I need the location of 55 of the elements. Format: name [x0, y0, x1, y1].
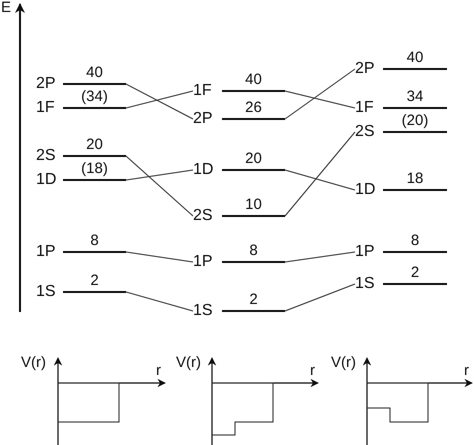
level-label: 1F — [355, 99, 374, 117]
level-label: 1P — [355, 243, 375, 261]
connector-line — [126, 252, 194, 262]
occupancy-number: 18 — [406, 171, 424, 187]
occupancy-number: 20 — [85, 137, 104, 153]
occupancy-number: 34 — [406, 89, 424, 105]
connector-line — [284, 90, 356, 108]
level-label: 1P — [193, 253, 213, 271]
occupancy-number: 10 — [244, 197, 263, 213]
connector-line — [126, 156, 194, 216]
axis-label: V(r) — [331, 355, 356, 371]
axis-label: r — [464, 363, 469, 379]
connector-line — [284, 68, 356, 120]
connector-line — [126, 170, 194, 180]
level-label: 1S — [193, 302, 213, 320]
level-label: 2P — [36, 75, 56, 93]
occupancy-number: 40 — [406, 50, 424, 66]
level-label: 2P — [355, 60, 375, 78]
occupancy-number: 2 — [248, 292, 259, 308]
level-label: 2S — [36, 147, 56, 165]
occupancy-number: 2 — [410, 265, 420, 281]
connector-line — [284, 170, 356, 190]
occupancy-number: (18) — [80, 161, 109, 177]
occupancy-number: 40 — [244, 72, 263, 88]
connector-line — [126, 84, 194, 120]
connector-line — [126, 292, 194, 312]
axis-label: r — [156, 363, 161, 379]
level-label: 2S — [355, 123, 375, 141]
connector-line — [284, 284, 356, 312]
level-label: 1S — [36, 283, 56, 301]
level-label: 2P — [193, 110, 213, 128]
occupancy-number: 20 — [244, 151, 263, 167]
level-label: 1S — [355, 275, 375, 293]
level-label: 1F — [193, 82, 212, 100]
level-label: 1F — [36, 99, 55, 117]
occupancy-number: 2 — [89, 273, 100, 289]
level-label: 1D — [355, 181, 376, 199]
occupancy-number: (34) — [80, 89, 109, 105]
occupancy-number: 40 — [85, 65, 104, 81]
connector-line — [284, 132, 356, 216]
level-label: 2S — [193, 207, 213, 225]
occupancy-number: 8 — [89, 233, 100, 249]
axis-label: E — [1, 0, 12, 16]
occupancy-number: 8 — [410, 233, 420, 249]
occupancy-number: (20) — [400, 113, 430, 129]
connector-line — [126, 90, 194, 108]
connector-line — [284, 252, 356, 262]
level-label: 1P — [36, 243, 56, 261]
level-label: 1D — [193, 161, 214, 179]
axis-label: V(r) — [21, 355, 46, 371]
occupancy-number: 8 — [248, 243, 259, 259]
axis-label: r — [310, 363, 315, 379]
occupancy-number: 26 — [244, 100, 263, 116]
level-label: 1D — [36, 171, 56, 189]
axis-label: V(r) — [176, 355, 201, 371]
